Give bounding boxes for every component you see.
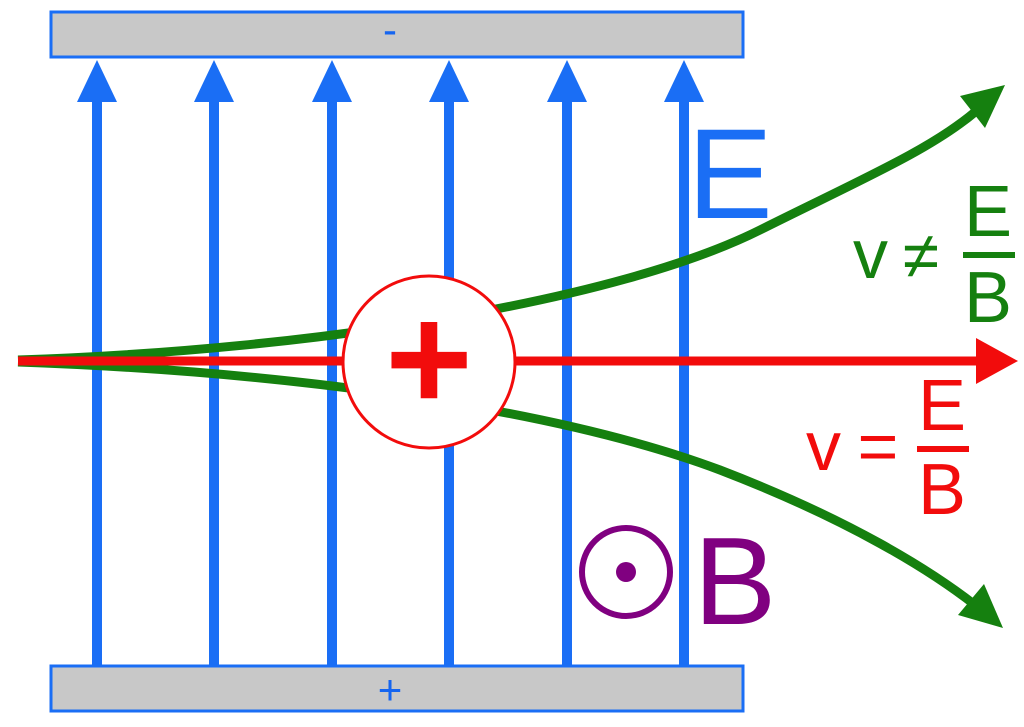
fraction-numerator: E <box>918 366 966 446</box>
top-plate: - <box>49 6 745 59</box>
magnetic-field-label: B <box>694 513 777 651</box>
arrow-up-icon <box>194 60 234 102</box>
field-line <box>547 60 587 665</box>
field-line <box>77 60 117 665</box>
fraction-denominator: B <box>964 258 1012 338</box>
selected-velocity-label: v = E B <box>806 366 969 530</box>
fraction-numerator: E <box>964 172 1012 252</box>
field-line <box>664 60 704 665</box>
deflected-velocity-label: v ≠ E B <box>853 172 1015 338</box>
equal-sign: = <box>858 407 899 485</box>
arrow-head-icon <box>958 584 1003 628</box>
top-plate-sign: - <box>383 6 397 53</box>
arrow-up-icon <box>547 60 587 102</box>
arrow-up-icon <box>429 60 469 102</box>
dot-in-circle-icon <box>579 525 673 619</box>
bottom-plate-sign: + <box>378 666 403 713</box>
straight-path <box>18 338 1018 384</box>
arrow-right-icon <box>976 338 1018 384</box>
electric-field-label: E <box>687 103 772 246</box>
electric-field-lines <box>77 60 704 665</box>
arrow-up-icon <box>77 60 117 102</box>
positive-charge: + <box>341 274 517 450</box>
arrow-up-icon <box>664 60 704 102</box>
not-equal-sign: ≠ <box>903 218 939 292</box>
velocity-symbol: v <box>853 215 888 293</box>
field-line <box>194 60 234 665</box>
charge-sign: + <box>385 274 473 442</box>
bottom-plate: + <box>49 664 745 713</box>
fraction-denominator: B <box>918 450 966 530</box>
arrow-up-icon <box>312 60 352 102</box>
deflected-path-up <box>17 85 1005 365</box>
deflected-path-down <box>17 357 1003 628</box>
velocity-symbol: v <box>806 407 841 485</box>
fraction-bar <box>963 252 1015 258</box>
arrow-head-icon <box>960 85 1005 128</box>
fraction-bar <box>917 446 969 452</box>
